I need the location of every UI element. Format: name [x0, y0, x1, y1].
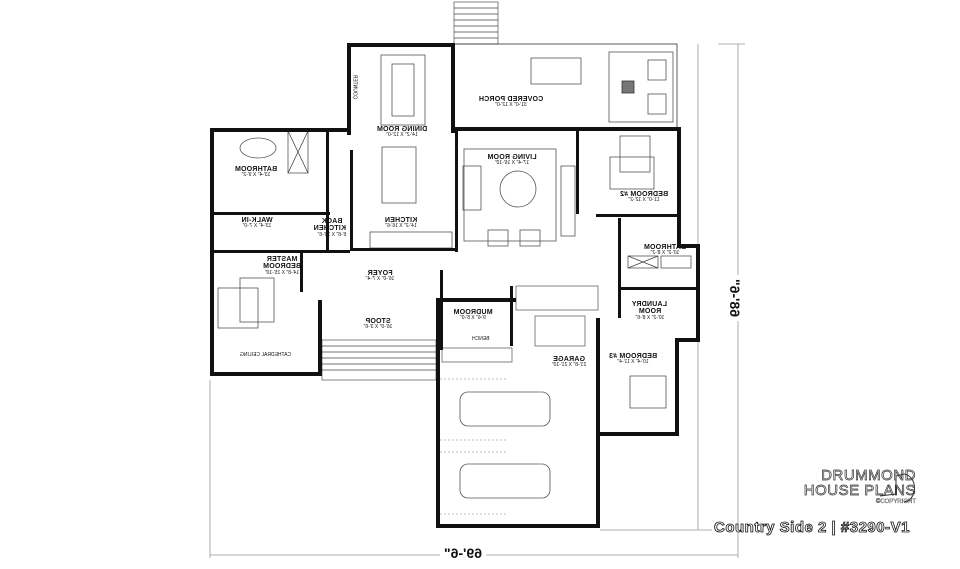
room-foyer: FOYER 16'-0" X 7'-4": [365, 270, 395, 283]
room-bedroom-3: BEDROOM #3 10'-4" X 11'-4": [608, 353, 658, 366]
brand-logo: DRUMMOND HOUSE PLANS ©COPYRIGHT: [803, 467, 916, 506]
cathedral-ceiling-note: CATHEDRAL CEILING: [240, 352, 292, 358]
room-mudroom: MUDROOM 9'-6" X 8'-0": [453, 309, 493, 322]
room-garage: GARAGE 21'-8" X 21'-10": [551, 356, 587, 369]
bench-note: BENCH: [472, 336, 490, 342]
room-master-bathroom: BATHROOM 13'-4" X 9'-2": [234, 166, 278, 179]
brand-mark-icon: [879, 473, 915, 503]
overall-depth-label: 68'-6": [727, 275, 743, 321]
counter-note: COUNTER: [351, 74, 358, 100]
room-bathroom-2: BATHROOM 10'-2" X 8'-2": [643, 244, 687, 257]
overall-width-label: 69'-6": [440, 545, 486, 561]
room-stoop: STOOP 16'-0" X 3'-6": [363, 318, 393, 331]
plan-title: Country Side 2 | #3290-V1: [714, 519, 910, 537]
room-walk-in: WALK-IN 13'-4" X 7'-0": [241, 217, 273, 230]
room-back-kitchen: BACK KITCHEN 5'-8" X 10'-6": [313, 218, 347, 238]
room-dining-room: DINING ROOM 14'-2" X 12'-0": [376, 126, 428, 139]
room-kitchen: KITCHEN 14'-2" X 16'-6": [384, 217, 418, 230]
room-bedroom-2: BEDROOM #2 11'-0" X 12'-2": [619, 191, 669, 204]
room-laundry-room: LAUNDRY ROOM 10'-2" X 8'-6": [631, 301, 667, 321]
room-master-bedroom: MASTER BEDROOM 14'-8" X 15'-10": [263, 256, 301, 276]
room-living-room: LIVING ROOM 17'-4" X 16'-10": [487, 154, 537, 167]
room-covered-porch: COVERED PORCH 31'-0" X 12'-0": [478, 96, 544, 109]
